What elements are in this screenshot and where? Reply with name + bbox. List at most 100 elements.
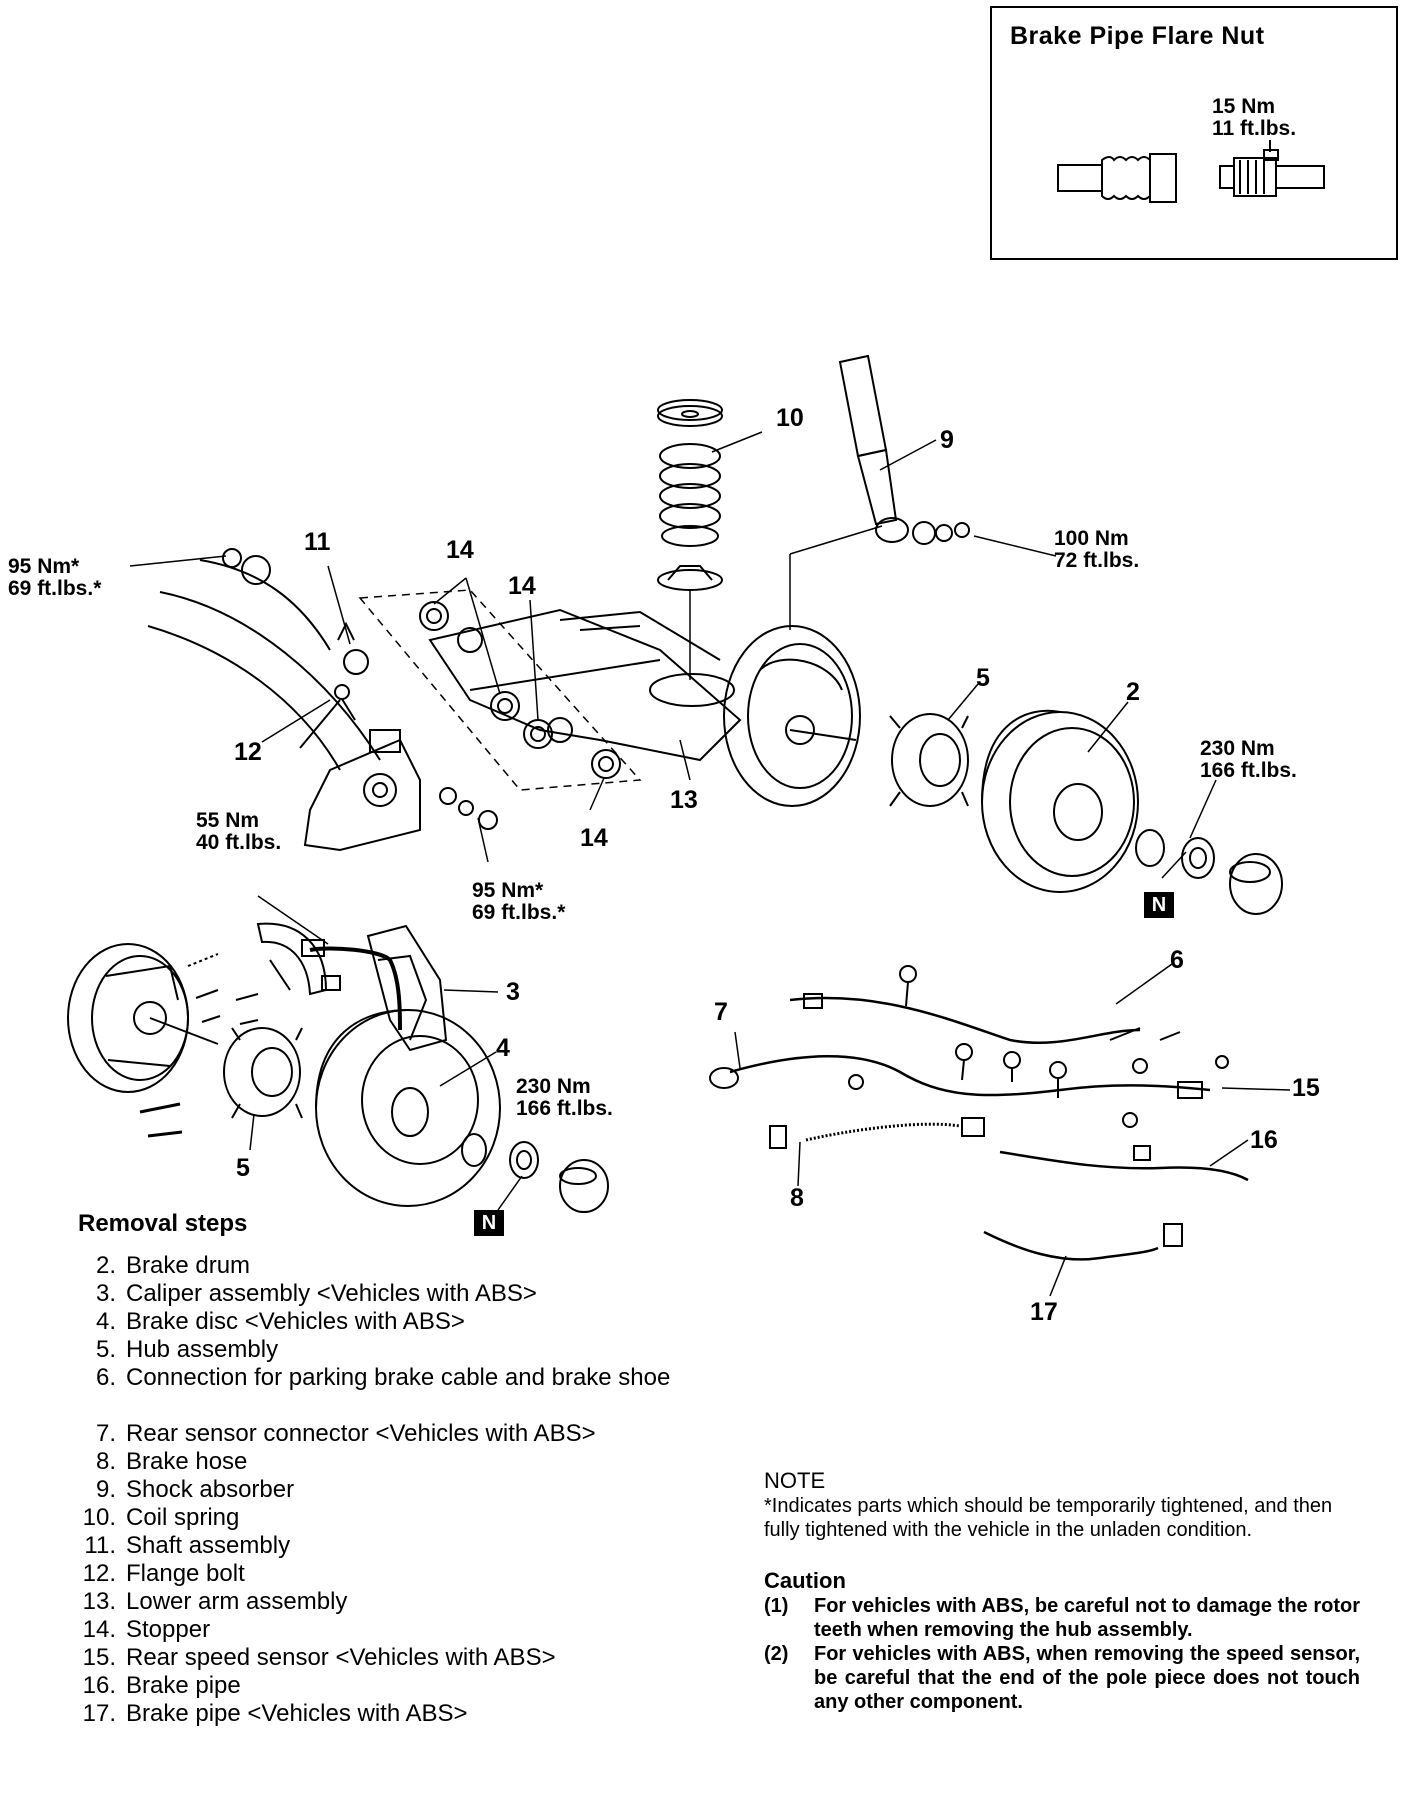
step-number: 8. (95, 1448, 116, 1475)
callout-12: 12 (234, 738, 262, 766)
step-number: 13. (82, 1588, 116, 1615)
hub-upper (889, 713, 969, 807)
step-number: 11. (84, 1532, 116, 1559)
step-text: Caliper assembly <Vehicles with ABS> (126, 1280, 537, 1307)
step-text: Coil spring (126, 1504, 240, 1531)
note-title: NOTE (764, 1468, 826, 1493)
torque-value-ftlbs: 69 ft.lbs.* (8, 577, 102, 600)
torque-value-ftlbs: 72 ft.lbs. (1054, 549, 1140, 572)
step-text: Stopper (126, 1616, 211, 1643)
brake-disc (315, 1009, 501, 1207)
caution-number: (2) (764, 1643, 789, 1665)
callout-14-a: 14 (446, 536, 474, 564)
list-item: 17.Brake pipe <Vehicles with ABS> (78, 1700, 698, 1728)
torque-value-ftlbs: 11 ft.lbs. (1212, 117, 1297, 140)
backing-plate-upper (723, 625, 861, 807)
step-text: Brake hose (126, 1448, 248, 1475)
torque-230-lower: 230 Nm 166 ft.lbs. (516, 1076, 613, 1120)
caution-number: (1) (764, 1595, 789, 1617)
step-number: 14. (82, 1616, 116, 1643)
step-text: Shaft assembly (126, 1532, 291, 1559)
step-text: Shock absorber (126, 1476, 295, 1503)
step-text: Hub assembly (126, 1336, 279, 1363)
list-item: 5. Hub assembly (78, 1336, 698, 1364)
removal-steps-title: Removal steps (78, 1210, 248, 1237)
callout-5-lower: 5 (236, 1154, 250, 1182)
lower-arm (428, 608, 742, 762)
new-part-mark-lower: N (474, 1210, 504, 1236)
torque-value-ftlbs: 40 ft.lbs. (196, 831, 282, 854)
torque-95-upper: 95 Nm* 69 ft.lbs.* (8, 556, 101, 600)
coil-spring (657, 399, 723, 680)
step-text: Brake pipe (126, 1672, 241, 1699)
callout-17: 17 (1030, 1298, 1058, 1326)
list-item: 3.Caliper assembly <Vehicles with ABS> (78, 1280, 698, 1308)
list-item: 7. Rear sensor connector <Vehicles with A… (78, 1420, 698, 1448)
callout-16: 16 (1250, 1126, 1278, 1154)
list-item: (2)For vehicles with ABS, when removing … (764, 1642, 1360, 1714)
list-item: 13. Lower arm assembly (78, 1588, 698, 1616)
list-item: 14. Stopper (78, 1616, 698, 1644)
step-text: Brake pipe <Vehicles with ABS> (126, 1700, 468, 1727)
caliper (366, 924, 448, 1052)
list-item: 4.Brake disc <Vehicles with ABS> (78, 1308, 698, 1336)
callout-15: 15 (1292, 1074, 1320, 1102)
list-item: 6. Connection for parking brake cable and… (78, 1364, 698, 1392)
torque-value-nm: 230 Nm (1200, 737, 1275, 760)
flare-nut-illustration (1057, 140, 1325, 203)
notes-section: NOTE *Indicates parts which should be te… (764, 1468, 1360, 1714)
list-item: 9.Shock absorber (78, 1476, 698, 1504)
caution-title: Caution (764, 1568, 846, 1593)
step-number: 4. (95, 1308, 116, 1335)
step-number: 7. (95, 1420, 116, 1447)
torque-value-nm: 15 Nm (1212, 95, 1276, 118)
step-number: 10. (82, 1504, 116, 1531)
step-number: 6. (95, 1364, 116, 1391)
list-item: 15. Rear speed sensor <Vehicles with ABS> (78, 1644, 698, 1672)
caution-text: For vehicles with ABS, be careful not to… (814, 1595, 1360, 1641)
torque-55: 55 Nm 40 ft.lbs. (196, 810, 281, 854)
inset-title: Brake Pipe Flare Nut (1010, 22, 1265, 50)
step-text: Rear speed sensor <Vehicles with ABS> (126, 1644, 556, 1671)
callout-3: 3 (506, 978, 520, 1006)
list-item: 2. Brake drum (78, 1252, 698, 1280)
step-number: 15. (82, 1644, 116, 1671)
step-number: 2. (95, 1252, 116, 1279)
list-item: 10. Coil spring (78, 1504, 698, 1532)
step-number: 16. (82, 1672, 116, 1699)
backing-plate-lower (67, 943, 219, 1093)
torque-100: 100 Nm 72 ft.lbs. (1054, 528, 1139, 572)
torque-95-middle: 95 Nm* 69 ft.lbs.* (472, 880, 565, 924)
torque-value-ftlbs: 166 ft.lbs. (1200, 759, 1297, 782)
step-text: Lower arm assembly (126, 1588, 348, 1615)
torque-value-nm: 55 Nm (196, 809, 260, 832)
brake-drum (981, 709, 1139, 893)
new-part-mark-upper: N (1144, 892, 1174, 918)
callout-14-c: 14 (580, 824, 608, 852)
sensor-cable (709, 965, 1229, 1099)
torque-230-upper: 230 Nm 166 ft.lbs. (1200, 738, 1297, 782)
torque-value-ftlbs: 166 ft.lbs. (516, 1097, 613, 1120)
callout-13: 13 (670, 786, 698, 814)
shaft-bracket (303, 729, 421, 852)
torque-value-nm: 95 Nm* (472, 879, 544, 902)
list-item: (1) For vehicles with ABS, be careful not… (764, 1594, 1360, 1642)
caution-list: (1) For vehicles with ABS, be careful not… (764, 1594, 1360, 1714)
step-text: Brake drum (126, 1252, 251, 1279)
torque-value-ftlbs: 69 ft.lbs.* (472, 901, 566, 924)
callout-8: 8 (790, 1184, 804, 1212)
note-text: *Indicates parts which should be tempora… (764, 1495, 1333, 1541)
step-number: 5. (95, 1336, 116, 1363)
torque-value-nm: 100 Nm (1054, 527, 1129, 550)
step-text: Rear sensor connector <Vehicles with ABS… (126, 1420, 596, 1447)
list-item: 12.Flange bolt (78, 1560, 698, 1588)
callout-2: 2 (1126, 678, 1140, 706)
torque-flare-nut: 15 Nm 11 ft.lbs. (1212, 96, 1296, 140)
step-text: Connection for parking brake cable and b… (126, 1364, 671, 1391)
callout-7: 7 (714, 998, 728, 1026)
step-number: 12. (82, 1560, 116, 1587)
list-item: 11. Shaft assembly (78, 1532, 698, 1560)
shock-absorber (789, 354, 970, 630)
callout-10: 10 (776, 404, 804, 432)
